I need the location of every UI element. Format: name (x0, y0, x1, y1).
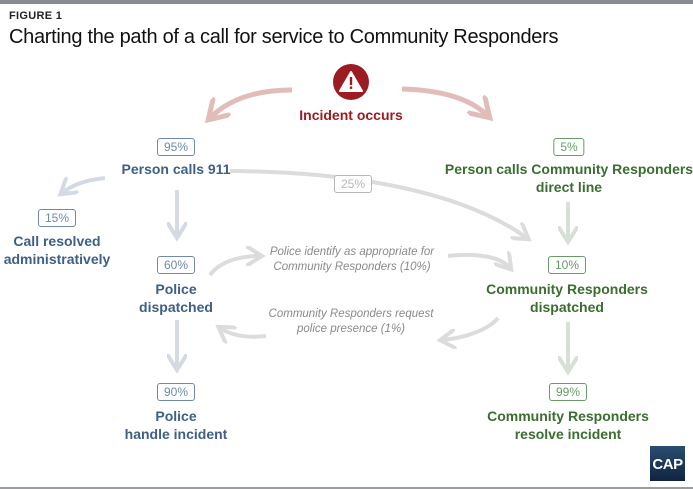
arrow-incident-to-911 (210, 87, 293, 118)
arrow-cr-to-police-left (220, 328, 267, 337)
node-community-responders-dispatched: Community Responders dispatched (486, 280, 648, 316)
note-line-1: Police identify as appropriate for (269, 246, 435, 258)
node-line-1: Police (155, 408, 197, 424)
pct-resolved-admin: 15% (37, 209, 77, 227)
note-line-1: Community Responders request (268, 308, 434, 320)
node-line-2: direct line (535, 179, 603, 195)
node-line-2: handle incident (124, 426, 228, 442)
node-community-responders-resolve-incident: Community Responders resolve incident (487, 407, 649, 443)
node-line-2: dispatched (530, 299, 604, 315)
arrow-police-to-cr-left (208, 256, 260, 277)
node-line-1: Call resolved (13, 233, 101, 249)
pct-calls-911: 95% (156, 138, 196, 156)
node-person-calls-direct-line: Person calls Community Responders direct… (445, 160, 693, 196)
cap-logo: CAP (650, 446, 685, 481)
pct-cr-resolve: 99% (548, 383, 588, 401)
arrow-cr-to-police-right (442, 316, 500, 340)
top-rule (0, 0, 693, 4)
node-call-resolved-administratively: Call resolved administratively (4, 232, 111, 268)
figure-title: Charting the path of a call for service … (9, 26, 559, 48)
node-line-2: administratively (3, 251, 111, 267)
note-police-to-cr: Police identify as appropriate for Commu… (270, 245, 434, 275)
pct-cr-dispatched: 10% (547, 256, 587, 274)
figure-label: FIGURE 1 (9, 10, 63, 22)
node-line-2: dispatched (139, 299, 213, 315)
node-police-handle-incident: Police handle incident (125, 407, 228, 443)
note-line-2: police presence (1%) (296, 323, 406, 335)
node-incident-occurs: Incident occurs (299, 107, 403, 123)
note-line-2: Community Responders (10%) (273, 261, 431, 273)
arrow-911-to-cr (229, 169, 527, 238)
node-line-2: resolve incident (514, 426, 622, 442)
pct-police-dispatched: 60% (156, 256, 196, 274)
node-police-dispatched: Police dispatched (139, 280, 213, 316)
arrow-incident-to-direct (401, 86, 488, 116)
pct-police-handle: 90% (156, 383, 196, 401)
bottom-rule (0, 487, 693, 489)
arrow-police-to-cr-right (447, 255, 510, 268)
node-line-1: Community Responders (487, 408, 649, 424)
note-cr-to-police: Community Responders request police pres… (269, 307, 434, 337)
arrow-911-to-admin (62, 176, 106, 193)
warning-triangle-icon (333, 64, 369, 100)
node-line-1: Police (155, 281, 197, 297)
pct-calls-direct: 5% (553, 138, 585, 156)
pct-transfer-911-to-cr: 25% (333, 175, 373, 193)
node-person-calls-911: Person calls 911 (121, 161, 231, 177)
node-line-1: Community Responders (486, 281, 648, 297)
node-line-1: Person calls Community Responders (444, 161, 693, 177)
